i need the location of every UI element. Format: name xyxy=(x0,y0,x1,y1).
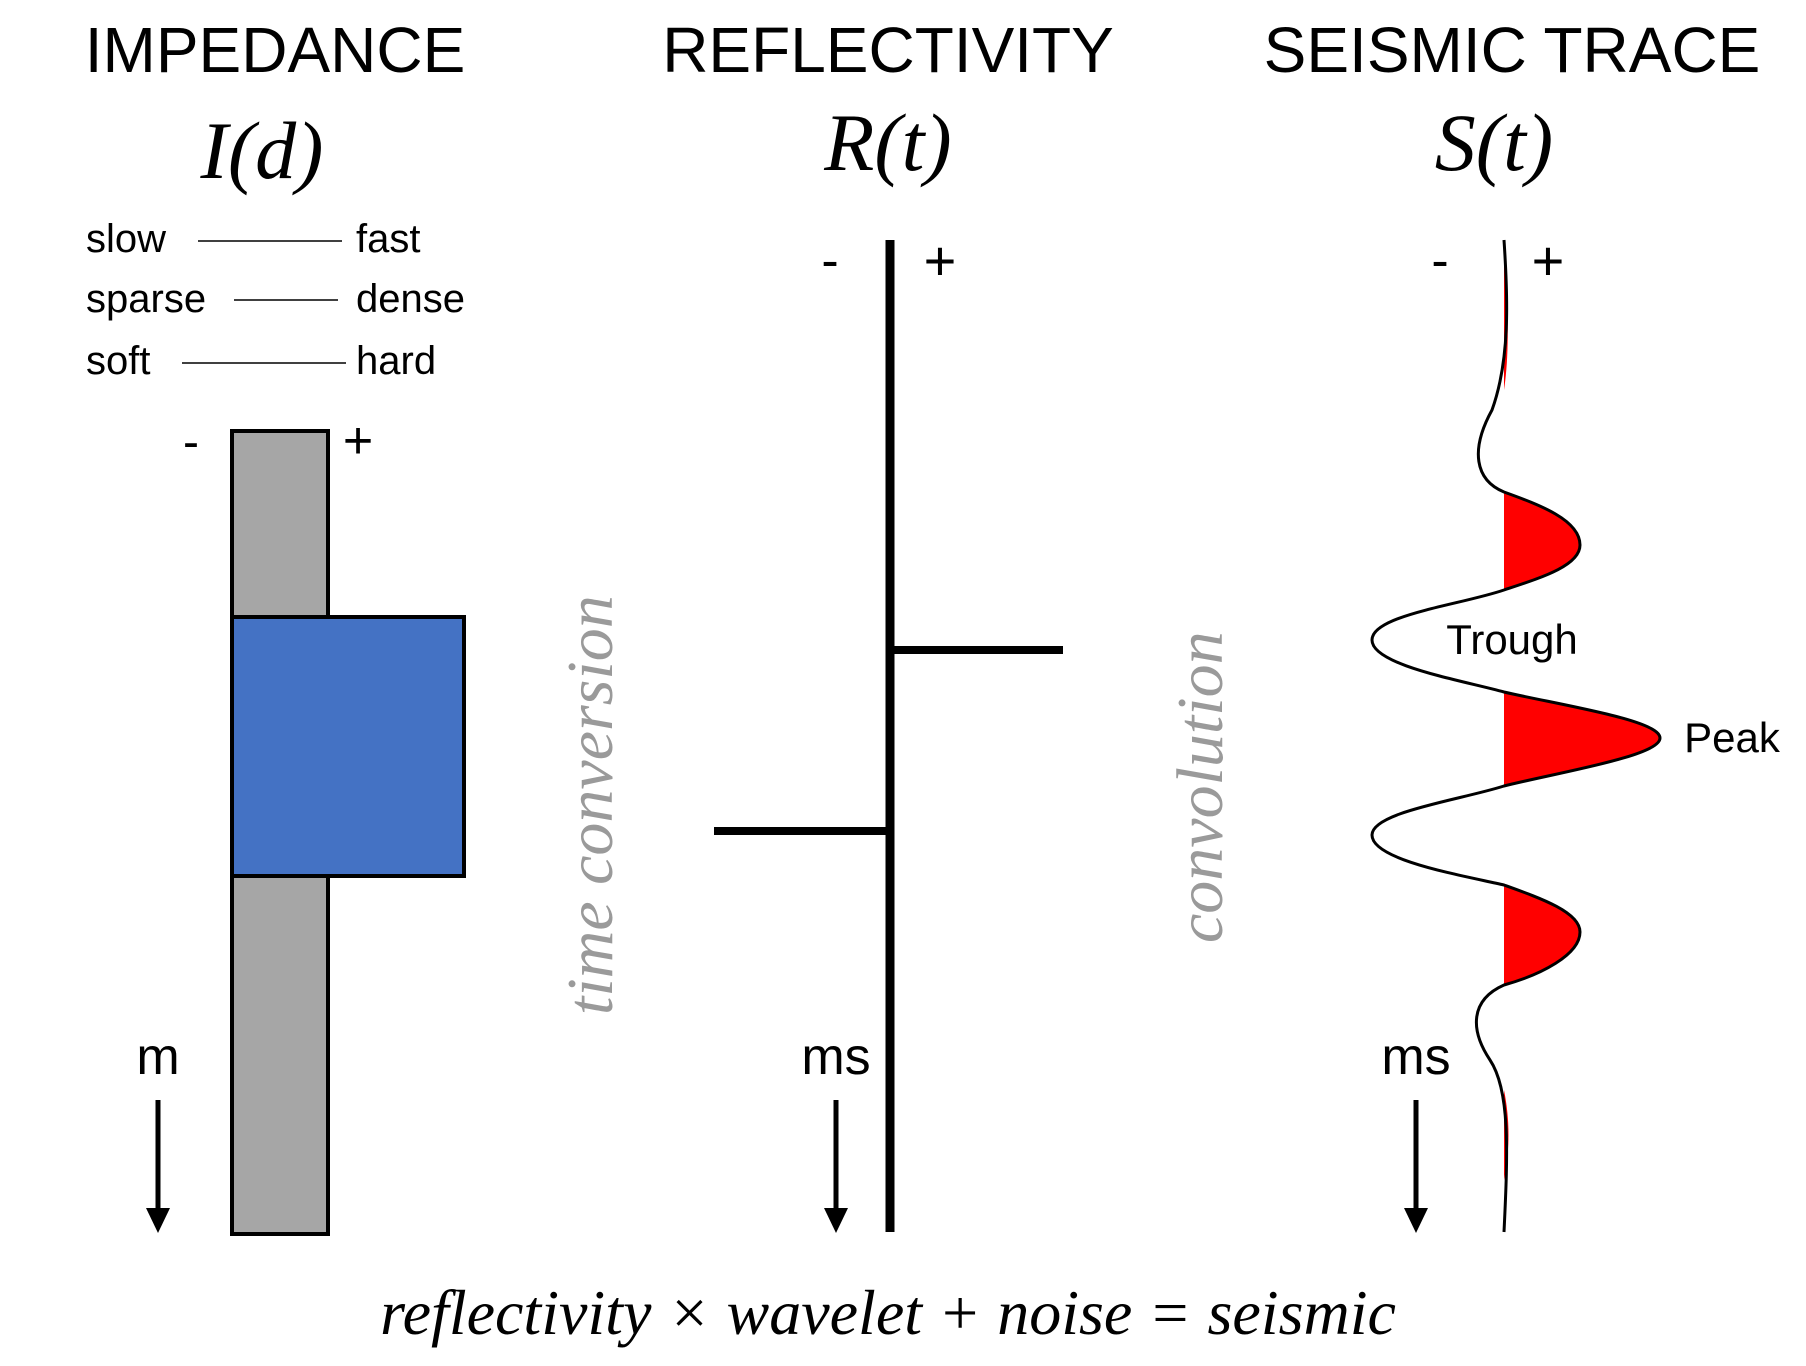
reflectivity-minus-sign: - xyxy=(821,232,838,290)
property-high-fast: fast xyxy=(356,217,420,261)
seismic-trace-title: SEISMIC TRACE xyxy=(1264,14,1761,86)
seismic-plus-sign: + xyxy=(1532,229,1565,292)
depth-arrow-head xyxy=(146,1208,170,1233)
reflectivity-time-unit: ms xyxy=(801,1028,870,1086)
time-arrow-head xyxy=(824,1208,848,1233)
upper-peak xyxy=(1504,492,1580,590)
reflectivity-plus-sign: + xyxy=(924,229,957,292)
impedance-minus-sign: - xyxy=(183,416,199,469)
seismic-time-unit: ms xyxy=(1381,1028,1450,1086)
main-peak xyxy=(1504,692,1660,786)
seismic-minus-sign: - xyxy=(1431,232,1448,290)
property-high-dense: dense xyxy=(356,277,465,321)
convolution-equation: reflectivity × wavelet + noise = seismic xyxy=(380,1277,1396,1348)
reflectivity-title: REFLECTIVITY xyxy=(662,14,1114,86)
property-high-hard: hard xyxy=(356,339,436,383)
seismic-trace-column: SEISMIC TRACE S(t) - + Trough Peak ms xyxy=(1264,14,1781,1233)
reflectivity-column: REFLECTIVITY R(t) - + ms xyxy=(662,14,1114,1233)
depth-unit-label: m xyxy=(136,1028,179,1086)
seismic-trace-function: S(t) xyxy=(1435,97,1553,188)
peak-label: Peak xyxy=(1684,714,1781,761)
trough-label: Trough xyxy=(1446,616,1578,663)
seismic-wiggle-trace xyxy=(1370,239,1662,1233)
time-conversion-label: time conversion xyxy=(554,595,627,1015)
reflectivity-function: R(t) xyxy=(823,97,951,188)
impedance-column: IMPEDANCE I(d) slow fast sparse dense so… xyxy=(85,14,466,1236)
impedance-plus-sign: + xyxy=(343,412,373,470)
impedance-high-layer xyxy=(230,615,466,878)
property-low-slow: slow xyxy=(86,217,166,261)
convolution-label: convolution xyxy=(1164,631,1237,943)
property-low-sparse: sparse xyxy=(86,277,206,321)
property-low-soft: soft xyxy=(86,339,150,383)
impedance-title: IMPEDANCE xyxy=(85,14,466,86)
seismic-time-arrow-head xyxy=(1404,1208,1428,1233)
impedance-function: I(d) xyxy=(200,105,324,196)
